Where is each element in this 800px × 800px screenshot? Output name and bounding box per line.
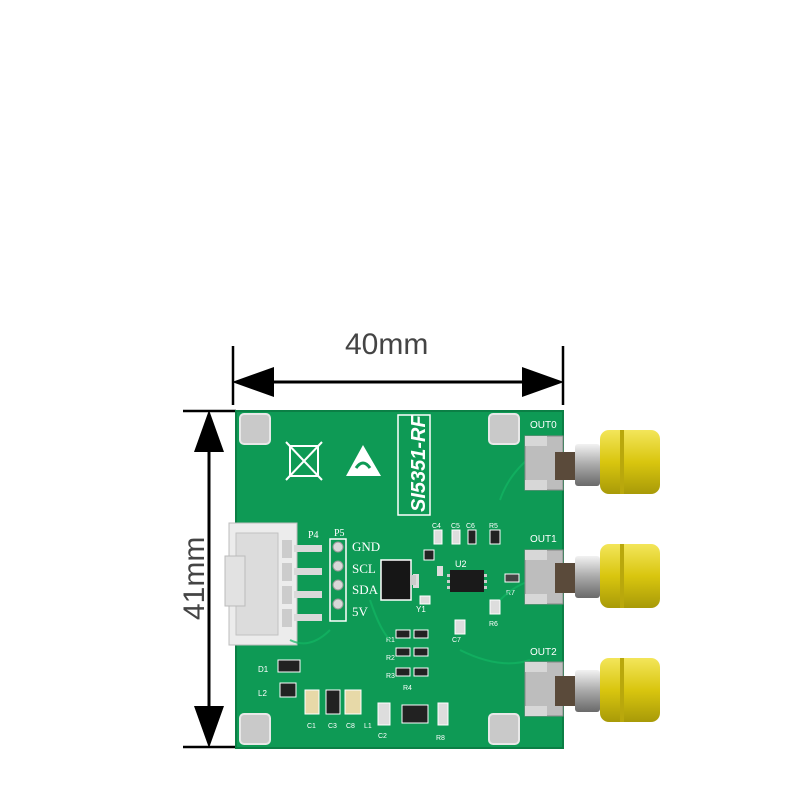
silk-label-c3: C3: [328, 723, 337, 730]
model-label: SI5351-RF: [408, 415, 430, 512]
sma-connector-out2: [524, 658, 660, 722]
silk-label-r2: R2: [386, 655, 395, 662]
width-dimension: [231, 346, 565, 405]
width-dimension-label: 40mm: [345, 328, 429, 361]
pin-label-sda: SDA: [352, 582, 379, 597]
silk-label-c8: C8: [346, 723, 355, 730]
silk-label-r4: R4: [403, 685, 412, 692]
sma-connector-out0: [524, 430, 660, 494]
silk-label-r1: R1: [386, 637, 395, 644]
pin-label-gnd: GND: [352, 539, 380, 554]
pin-label-5v: 5V: [352, 604, 369, 619]
crystal-label: Y1: [416, 605, 426, 614]
silk-label-r3: R3: [386, 673, 395, 680]
p4-jst-connector: [224, 522, 322, 646]
out1-label: OUT1: [530, 534, 557, 545]
height-dimension: [183, 409, 236, 749]
mounting-holes: [239, 413, 520, 745]
silk-label-r8: R8: [436, 735, 445, 742]
silk-label-c4: C4: [432, 523, 441, 530]
p5-label: P5: [334, 528, 345, 539]
p4-label: P4: [308, 530, 319, 541]
esd-warning-icon: [346, 445, 381, 476]
chip-label: U2: [455, 559, 467, 569]
sma-connector-out1: [524, 544, 660, 608]
out0-label: OUT0: [530, 420, 557, 431]
weee-logo-icon: [285, 441, 323, 481]
silk-label-r5: R5: [489, 523, 498, 530]
silk-label-r7: R7: [506, 590, 515, 597]
silk-label-r6: R6: [489, 621, 498, 628]
pin-label-scl: SCL: [352, 561, 376, 576]
chip-u2: [447, 570, 487, 592]
silk-label-d1: D1: [258, 665, 269, 674]
silk-label-c6: C6: [466, 523, 475, 530]
p5-pin-header: [329, 538, 347, 622]
smd-components: [277, 529, 520, 726]
silk-label-l2: L2: [258, 689, 267, 698]
silk-label-c5: C5: [451, 523, 460, 530]
out2-label: OUT2: [530, 647, 557, 658]
silk-label-c7: C7: [452, 637, 461, 644]
silk-label-c1: C1: [307, 723, 316, 730]
silk-label-c2: C2: [378, 733, 387, 740]
silk-label-l1: L1: [364, 723, 372, 730]
